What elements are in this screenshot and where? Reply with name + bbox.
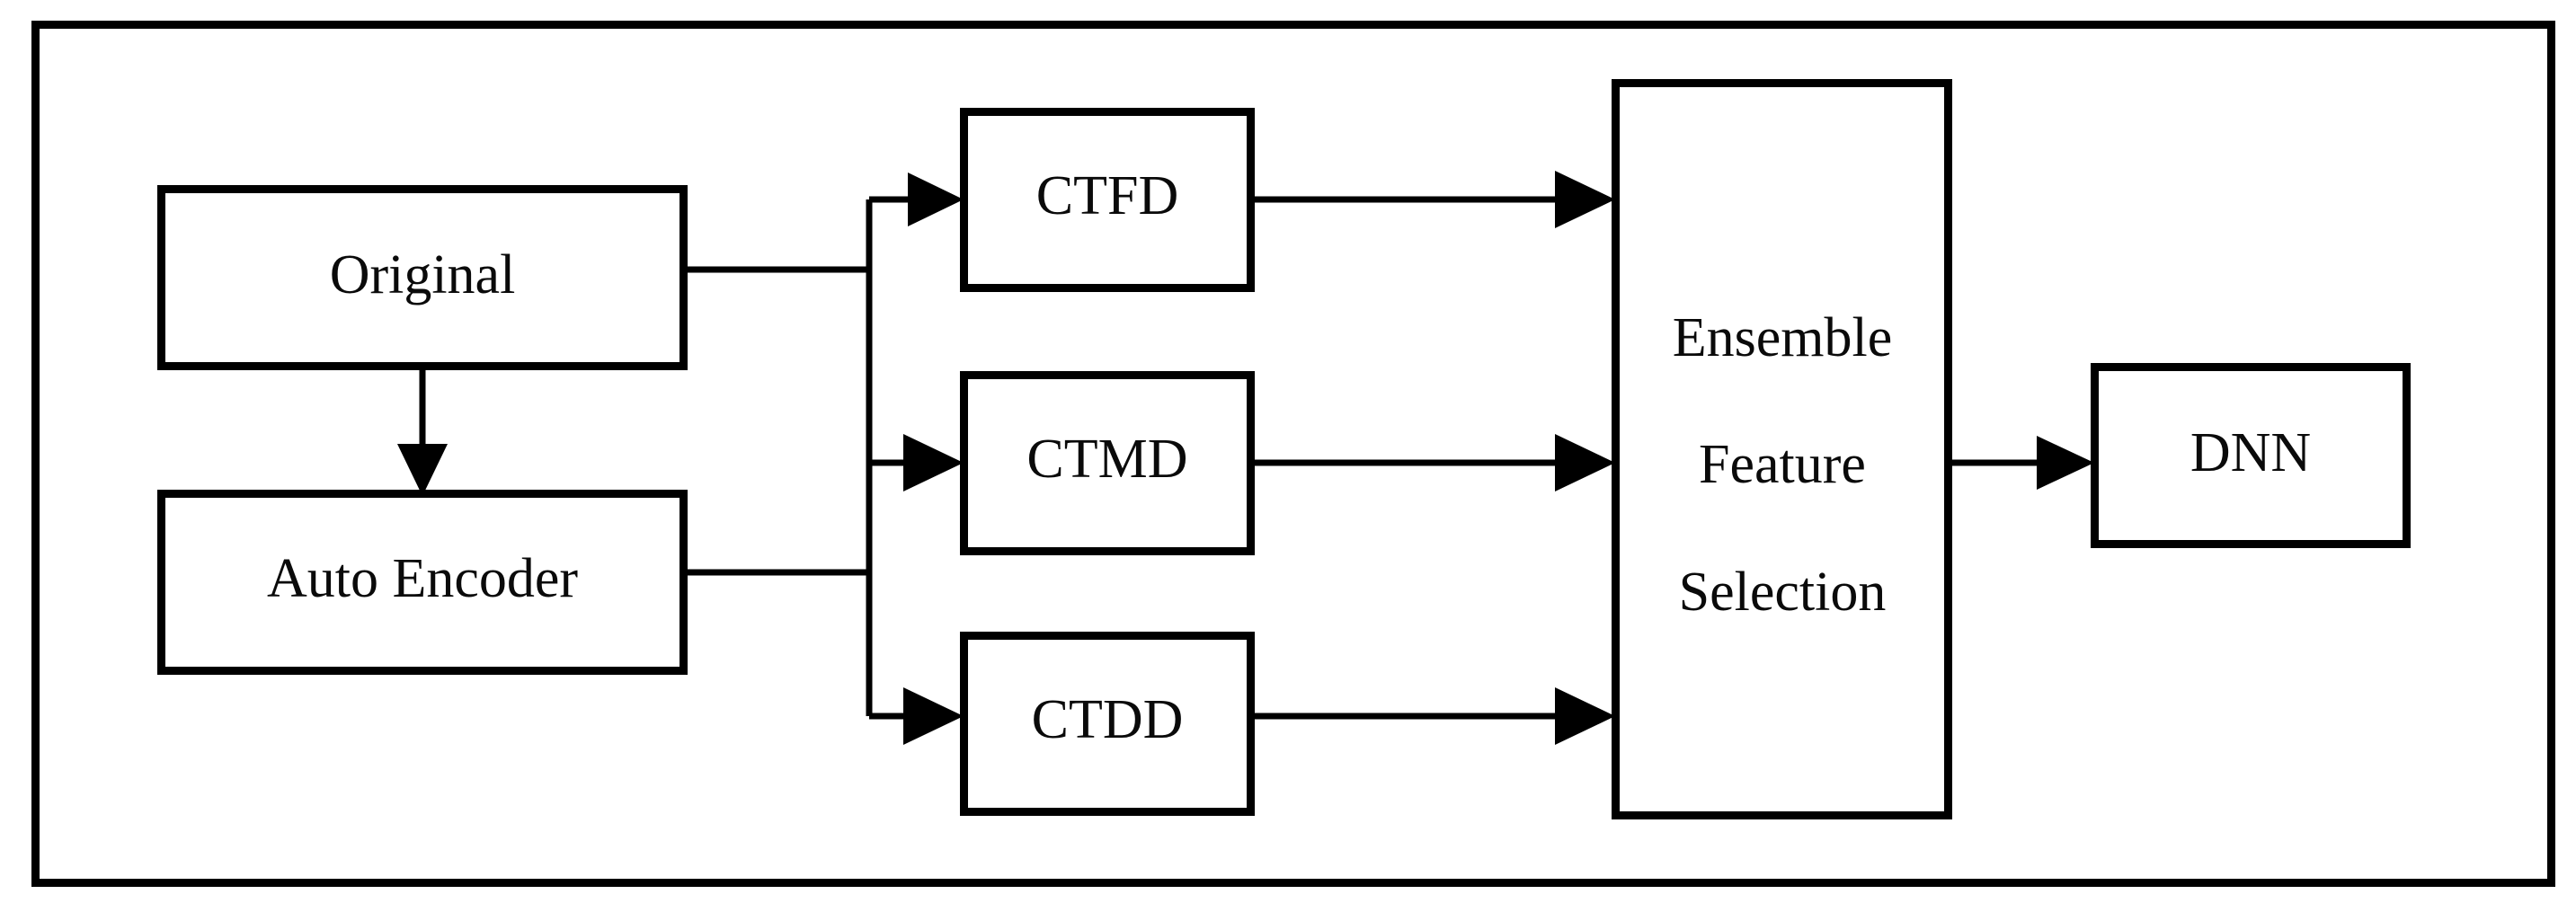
arrow-head-down-icon: [397, 444, 448, 496]
node-dnn[interactable]: DNN: [2091, 363, 2411, 548]
node-ctfd-label: CTFD: [1036, 165, 1178, 226]
arrow-head-right-icon: [908, 173, 964, 226]
node-autoencoder-label: Auto Encoder: [267, 548, 578, 609]
edge-bus-to-ctmd: [869, 434, 964, 491]
node-original-box[interactable]: [157, 185, 688, 370]
node-ensemble-label-line-3: Selection: [1679, 562, 1887, 623]
node-autoencoder-box[interactable]: [157, 490, 688, 675]
arrow-head-right-icon: [1555, 434, 1615, 491]
node-ctdd-box[interactable]: [960, 632, 1255, 816]
node-dnn-box[interactable]: [2091, 363, 2411, 548]
edge-ctfd-to-ensemble: [1255, 171, 1615, 228]
node-ctmd-box[interactable]: [960, 371, 1255, 555]
node-ctfd-box[interactable]: [960, 108, 1255, 292]
node-ctdd[interactable]: CTDD: [960, 632, 1255, 816]
arrow-head-right-icon: [1555, 687, 1615, 745]
node-ensemble-label-line-1: Ensemble: [1673, 307, 1893, 368]
arrow-head-right-icon: [903, 434, 964, 491]
node-ensemble-label-line-2: Feature: [1699, 434, 1866, 495]
edge-ctmd-to-ensemble: [1255, 434, 1615, 491]
outer-frame-border: [31, 21, 2555, 887]
node-dnn-label: DNN: [2190, 422, 2311, 483]
node-autoencoder[interactable]: Auto Encoder: [157, 490, 688, 675]
node-original-label: Original: [330, 244, 516, 305]
node-ctdd-label: CTDD: [1032, 689, 1184, 750]
node-ctmd[interactable]: CTMD: [960, 371, 1255, 555]
edge-bus-to-ctfd: [869, 173, 964, 226]
node-ctfd[interactable]: CTFD: [960, 108, 1255, 292]
edge-bus-to-ctdd: [869, 687, 964, 745]
edge-ctdd-to-ensemble: [1255, 687, 1615, 745]
arrow-head-right-icon: [903, 687, 964, 745]
edge-original-to-autoencoder: [397, 370, 448, 496]
node-ctmd-label: CTMD: [1026, 429, 1187, 490]
arrow-head-right-icon: [2037, 436, 2094, 490]
node-ensemble-feature-selection[interactable]: Ensemble Feature Selection: [1612, 79, 1952, 819]
node-original[interactable]: Original: [157, 185, 688, 370]
connector-layer: [397, 171, 2094, 745]
arrow-head-right-icon: [1555, 171, 1615, 228]
node-ensemble-box[interactable]: [1612, 79, 1952, 819]
edge-ensemble-to-dnn: [1952, 436, 2094, 490]
